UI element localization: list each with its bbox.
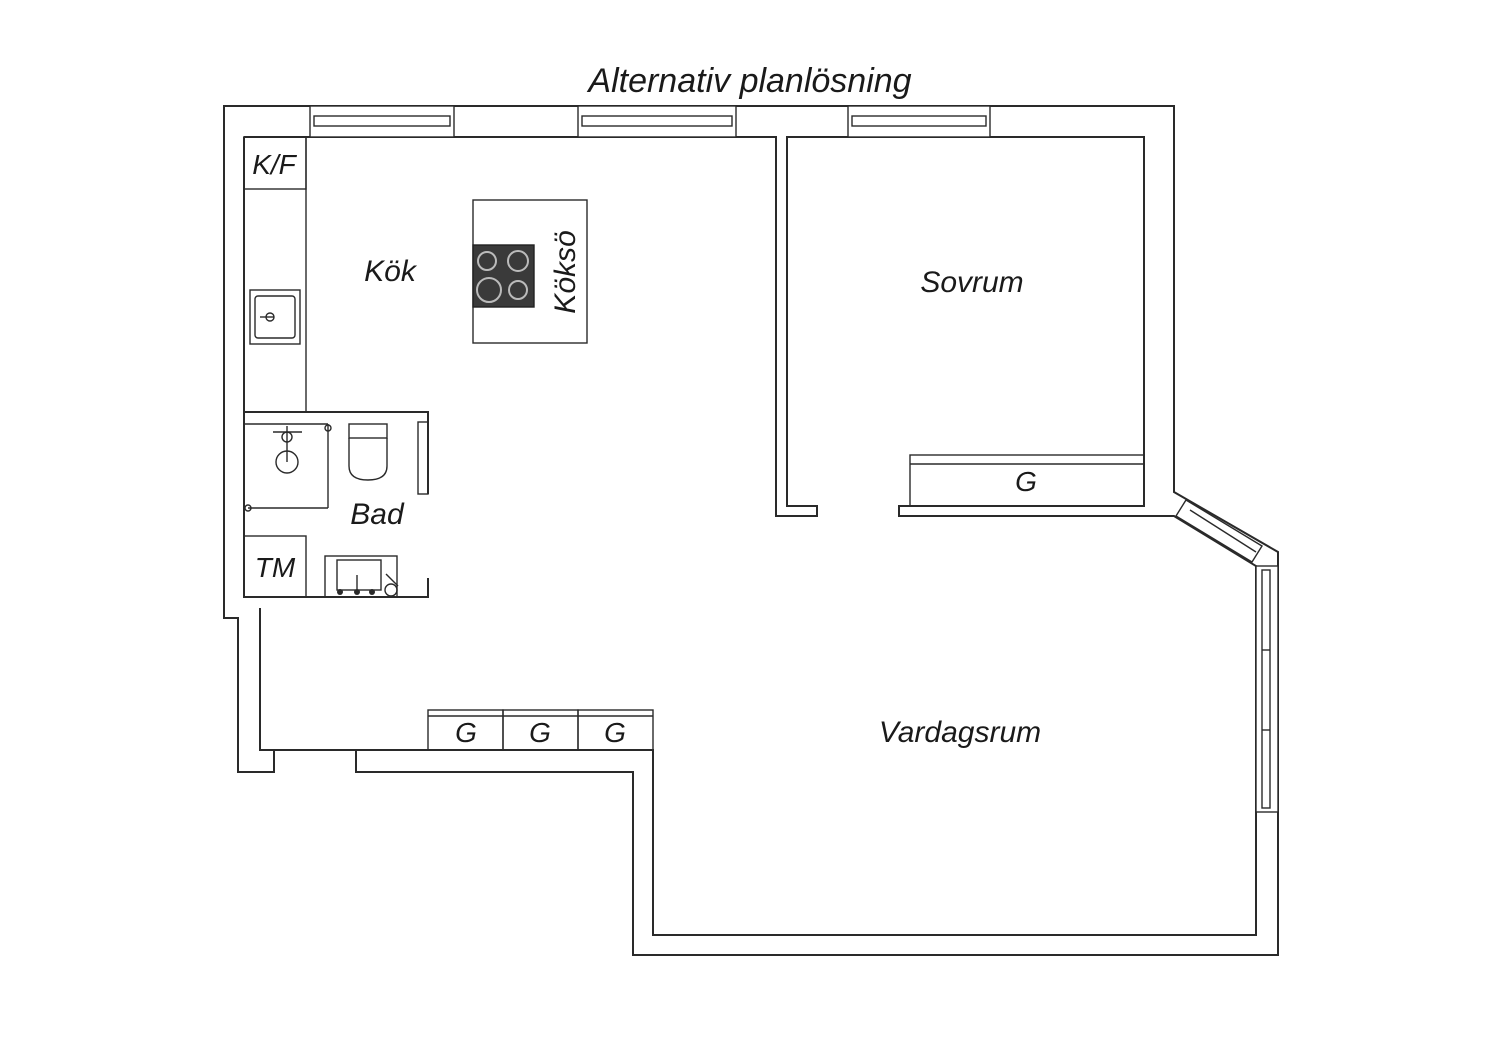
living-label: Vardagsrum — [879, 716, 1041, 749]
bedroom-wardrobe — [909, 454, 1145, 507]
living-wardrobe-label-1: G — [455, 717, 477, 748]
living-wardrobe-label-2: G — [529, 717, 551, 748]
window-2 — [577, 105, 737, 138]
window-right — [1255, 565, 1279, 813]
living-wardrobe-label-3: G — [604, 717, 626, 748]
kitchen-sink-icon — [249, 289, 301, 345]
island-label: Köksö — [549, 230, 582, 313]
window-corner — [1175, 499, 1263, 563]
washer-box — [243, 535, 307, 598]
bath-label: Bad — [350, 498, 405, 531]
bedroom-wardrobe-label: G — [1015, 466, 1037, 497]
cooktop-icon — [472, 244, 535, 308]
window-1 — [309, 105, 455, 138]
bath-sink-icon — [324, 555, 399, 598]
fridge-freezer-box — [243, 136, 307, 190]
bedroom-label: Sovrum — [920, 266, 1023, 299]
outer-wall — [223, 105, 1279, 956]
living-wardrobes — [427, 709, 654, 751]
plan-title: Alternativ planlösning — [586, 62, 911, 100]
fridge-freezer-label: K/F — [252, 149, 297, 180]
shower-icon — [244, 423, 332, 512]
bath-inner-wall — [417, 421, 429, 495]
window-3 — [847, 105, 991, 138]
kitchen-label: Kök — [364, 255, 418, 288]
washer-label: TM — [255, 552, 296, 583]
toilet-icon — [348, 423, 388, 481]
